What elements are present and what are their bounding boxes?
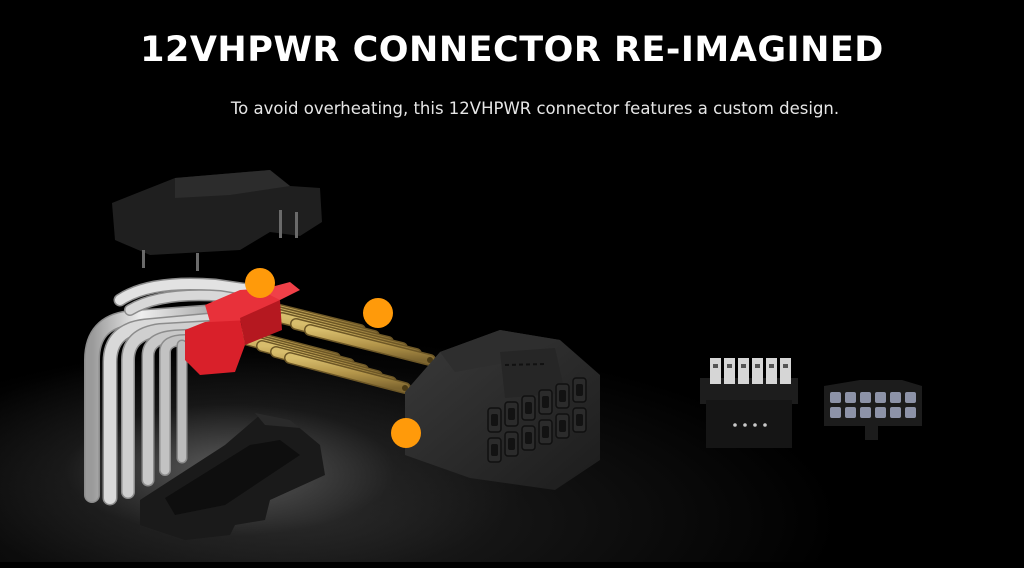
sense-pin (733, 423, 737, 427)
cable-wires (84, 277, 257, 506)
connector-front-view (700, 358, 798, 448)
end-cavity (830, 407, 841, 418)
sense-pin (743, 423, 747, 427)
end-cavity (875, 392, 886, 403)
front-pin (710, 358, 721, 384)
end-cavity (905, 407, 916, 418)
front-pin (780, 358, 791, 384)
connector-housing (405, 330, 600, 490)
end-cavity (890, 407, 901, 418)
connector-end-view (824, 380, 922, 440)
sense-pin (753, 423, 757, 427)
bottom-cover (140, 413, 325, 540)
end-cavity (860, 407, 871, 418)
end-cavity (875, 407, 886, 418)
page-title: 12VHPWR CONNECTOR RE-IMAGINED (140, 30, 884, 70)
sense-pin (763, 423, 767, 427)
page-subtitle: To avoid overheating, this 12VHPWR conne… (230, 99, 840, 118)
hotspot-latch[interactable] (245, 268, 275, 298)
top-cover (112, 170, 322, 271)
front-pin (724, 358, 735, 384)
end-cavity (860, 392, 871, 403)
end-cavity (890, 392, 901, 403)
front-pin (766, 358, 777, 384)
end-cavity (845, 407, 856, 418)
connector-cavities (487, 377, 587, 463)
end-cavity (845, 392, 856, 403)
bottom-edge (0, 562, 1024, 568)
front-pin (752, 358, 763, 384)
front-pin (738, 358, 749, 384)
end-cavity (830, 392, 841, 403)
hotspot-terminals[interactable] (363, 298, 393, 328)
hotspot-housing[interactable] (391, 418, 421, 448)
end-cavity (905, 392, 916, 403)
